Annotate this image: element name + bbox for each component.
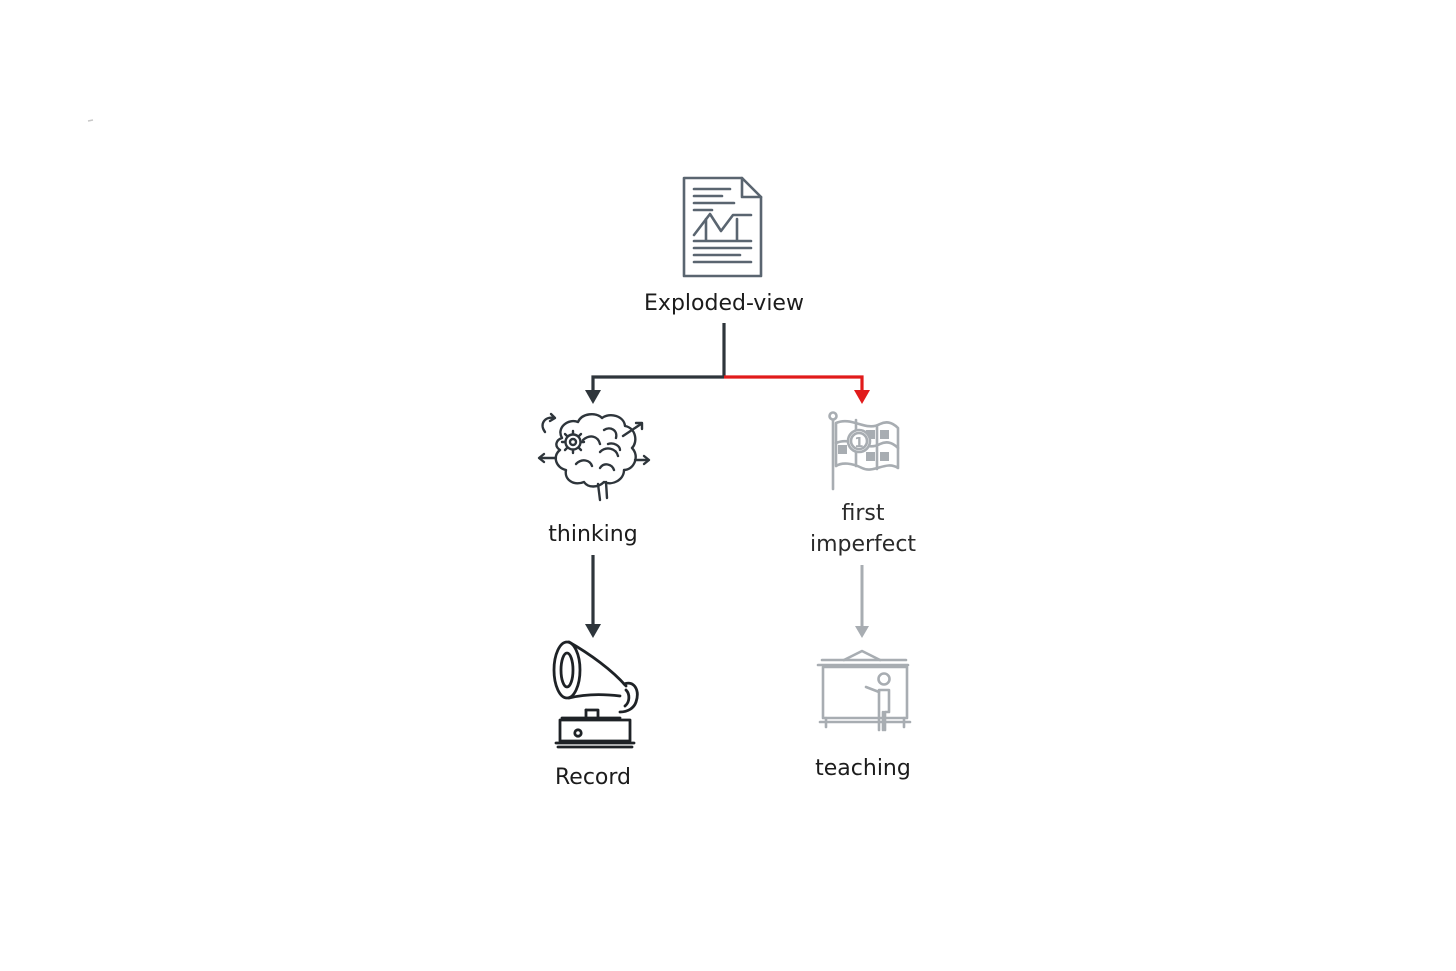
checkered-flag-icon (828, 411, 900, 491)
arrow-to-teaching (855, 626, 869, 638)
thinking-label: thinking (548, 522, 637, 547)
arrow-to-record (585, 624, 601, 638)
arrow-to-thinking (585, 390, 601, 404)
first-label: first (842, 501, 885, 526)
gramophone-icon (552, 640, 639, 749)
teacher-board-icon (816, 649, 912, 732)
brain-gear-icon (537, 412, 651, 502)
document-chart-icon (682, 176, 763, 278)
record-label: Record (555, 765, 631, 790)
imperfect-label: imperfect (810, 532, 916, 557)
root-connector (591, 323, 864, 392)
flag-number: 1 (854, 436, 863, 451)
teaching-label: teaching (815, 756, 911, 781)
stray-mark (87, 119, 94, 122)
arrow-to-first-imperfect (854, 390, 870, 404)
root-label: Exploded-view (644, 291, 804, 316)
